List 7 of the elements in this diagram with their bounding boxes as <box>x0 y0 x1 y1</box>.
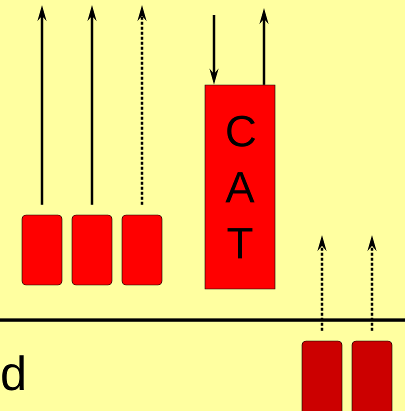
block <box>302 340 342 411</box>
block <box>22 214 62 286</box>
label: d <box>2 355 24 390</box>
block <box>352 340 392 411</box>
block <box>122 214 162 286</box>
block <box>72 214 112 286</box>
cat-box: C A T <box>204 84 276 290</box>
